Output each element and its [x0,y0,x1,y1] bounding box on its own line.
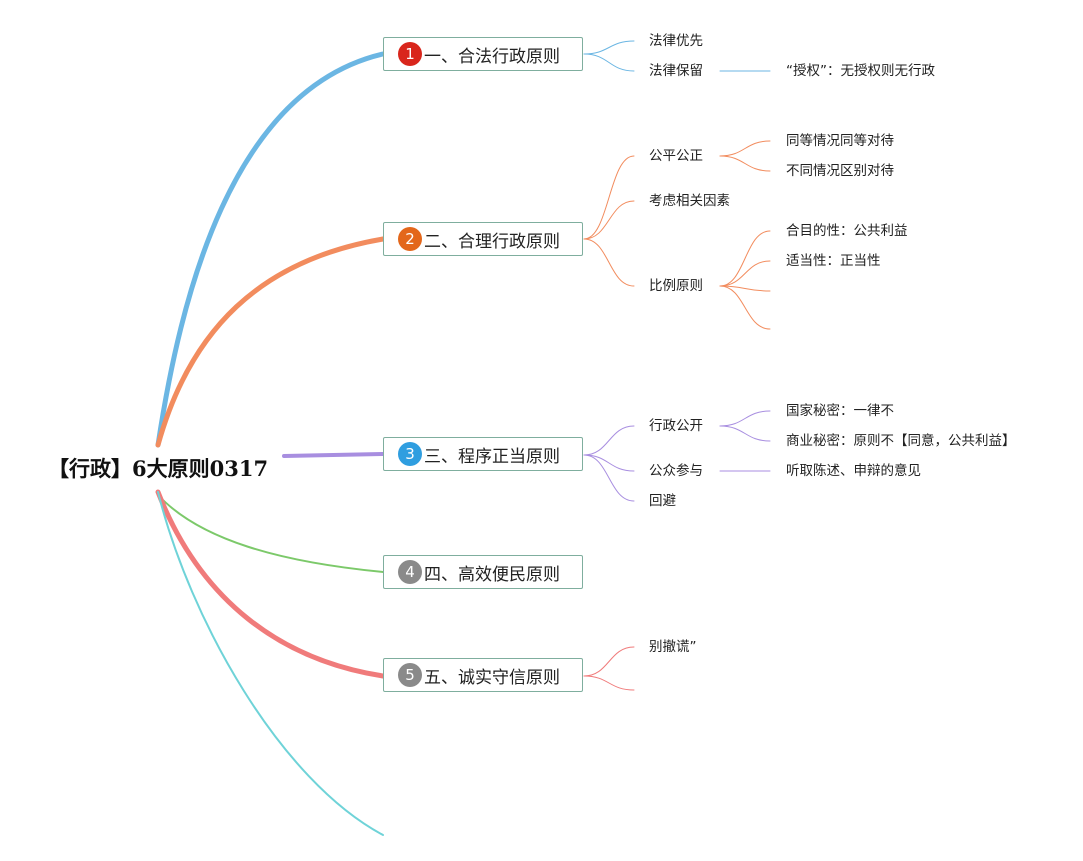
detail-authorization[interactable]: “授权”：无授权则无行政 [786,63,935,79]
edge-2-empty-1 [719,285,771,292]
detail-appropriateness[interactable]: 适当性：正当性 [786,253,881,269]
detail-state-secrets[interactable]: 国家秘密：一律不 [786,403,894,419]
subtopic-law-priority[interactable]: 法律优先 [649,33,703,49]
edge-branch-4 [157,494,384,573]
edge-3-participation [583,454,635,472]
edge-3-state-secrets [719,410,771,427]
branch-2-topic[interactable]: 2 二、合理行政原则 [383,222,583,256]
detail-equal-treatment[interactable]: 同等情况同等对待 [786,133,894,149]
detail-hearing-statements[interactable]: 听取陈述、申辩的意见 [786,463,921,479]
edge-branch-2 [155,236,386,448]
branch-1-label: 一、合法行政原则 [424,46,560,67]
edge-2-relevant [583,200,635,240]
number-3-icon: 3 [398,442,422,466]
edge-2-proportionality [583,238,635,287]
branch-4-topic[interactable]: 4 四、高效便民原则 [383,555,583,589]
branch-3-topic[interactable]: 3 三、程序正当原则 [383,437,583,471]
edge-branch-3 [282,452,385,458]
branch-5-topic[interactable]: 5 五、诚实守信原则 [383,658,583,692]
subtopic-relevant-factors[interactable]: 考虑相关因素 [649,193,730,209]
subtopic-fairness[interactable]: 公平公正 [649,148,703,164]
edge-3-recusal [583,454,635,502]
subtopic-public-participation[interactable]: 公众参与 [649,463,703,479]
edge-branch-1 [155,51,386,448]
edge-2-fairness [583,155,635,240]
edge-branch-5 [155,489,386,679]
edge-2-appropriate [719,260,771,287]
number-4-icon: 4 [398,560,422,584]
edge-3-business-secrets [719,425,771,442]
subtopic-proportionality[interactable]: 比例原则 [649,278,703,294]
branch-4-label: 四、高效便民原则 [424,564,560,585]
branch-2-label: 二、合理行政原则 [424,231,560,252]
root-topic[interactable]: 【行政】6大原则0317 [48,456,269,481]
subtopic-law-reservation[interactable]: 法律保留 [649,63,703,79]
detail-business-secrets[interactable]: 商业秘密：原则不【同意，公共利益】 [786,433,1016,449]
edge-1-law-reservation [583,53,635,72]
number-2-icon: 2 [398,227,422,251]
edge-2-differential [719,155,771,172]
branch-1-topic[interactable]: 1 一、合法行政原则 [383,37,583,71]
branch-3-label: 三、程序正当原则 [424,446,560,467]
edge-2-empty-2 [719,285,771,330]
subtopic-administrative-openness[interactable]: 行政公开 [649,418,703,434]
edge-5-empty [583,675,635,691]
edge-1-law-priority [583,40,635,55]
edge-2-purpose [719,230,771,287]
detail-differential-treatment[interactable]: 不同情况区别对待 [786,163,894,179]
subtopic-no-lying[interactable]: 别撤谎” [649,639,697,655]
detail-purposiveness[interactable]: 合目的性：公共利益 [786,223,908,239]
edge-3-openness [583,425,635,456]
number-5-icon: 5 [398,663,422,687]
edge-branch-6 [157,491,384,836]
edge-5-no-lying [583,646,635,677]
subtopic-recusal[interactable]: 回避 [649,493,676,509]
edge-2-equal [719,140,771,157]
number-1-icon: 1 [398,42,422,66]
branch-5-label: 五、诚实守信原则 [424,667,560,688]
